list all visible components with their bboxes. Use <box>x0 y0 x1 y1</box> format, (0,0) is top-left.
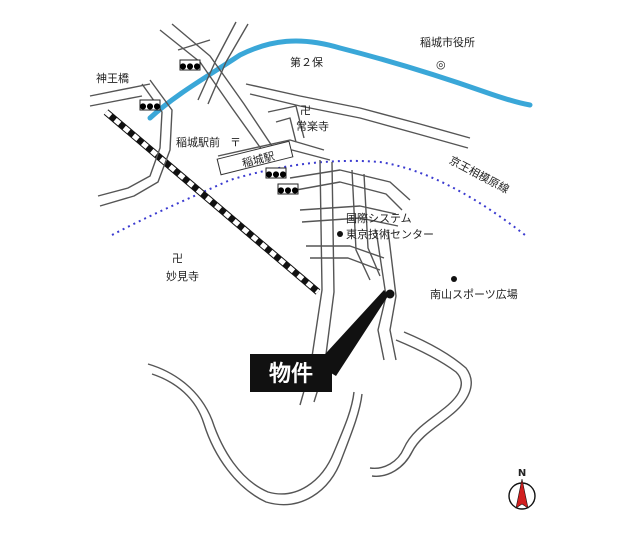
post-office-icon: 〒 <box>230 136 241 149</box>
label-myoken-ji: 妙見寺 <box>166 269 199 283</box>
svg-text:●●●: ●●● <box>266 170 287 179</box>
label-keio-line: 京王相模原線 <box>447 153 512 196</box>
river <box>147 38 533 121</box>
label-joraku-ji: 常楽寺 <box>296 120 329 133</box>
label-tokyo-gijutsu: 東京技術センター <box>346 227 434 241</box>
svg-text:●●●: ●●● <box>278 186 299 195</box>
svg-text:●●●: ●●● <box>140 102 161 111</box>
label-kokusai-system: 国際システム <box>346 212 412 225</box>
property-pointer <box>316 290 388 376</box>
minamiyama-sports-marker <box>451 276 457 282</box>
label-minamiyama-sports: 南山スポーツ広場 <box>430 288 518 301</box>
road-network <box>89 21 472 506</box>
property-label: 物件 <box>269 361 313 387</box>
city-office-icon: ◎ <box>436 58 446 71</box>
label-dai2ho: 第２保 <box>290 55 323 69</box>
north-arrow-icon: N <box>508 468 536 510</box>
label-inagi-ekimae: 稲城駅前 <box>176 135 220 149</box>
label-inagi-city-office: 稲城市役所 <box>420 35 475 49</box>
bus-stops: ●●● ●●● ●●● ●●● <box>139 59 299 195</box>
north-label: N <box>518 468 526 479</box>
property-label-box <box>250 354 332 392</box>
temple-icon-myoken: 卍 <box>172 252 183 265</box>
nambu-railway-line <box>103 109 321 295</box>
inagi-station-building <box>216 140 294 176</box>
temple-icon-joraku: 卍 <box>300 104 311 117</box>
label-kamiouhashi: 神王橋 <box>96 71 129 85</box>
svg-text:●●●: ●●● <box>180 62 201 71</box>
kokusai-system-marker <box>337 231 343 237</box>
